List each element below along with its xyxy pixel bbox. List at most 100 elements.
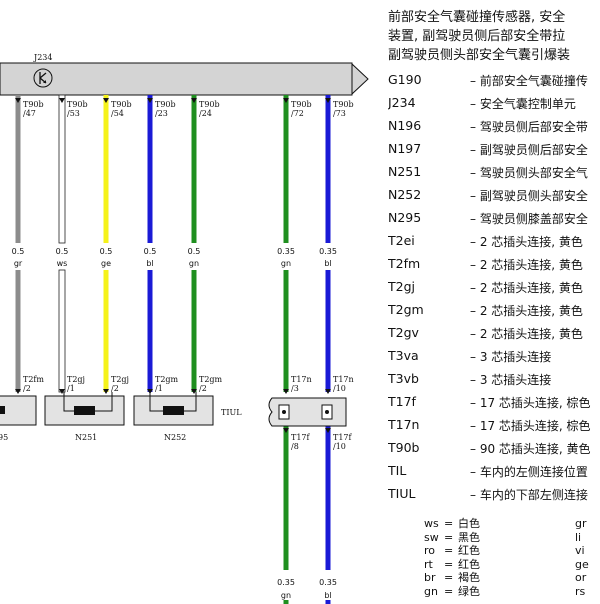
connector-label-tiul: TIUL [221,408,242,417]
pin-number-bottom: /2 [23,384,31,393]
definition-code: T2gv [388,325,419,340]
control-unit-label: J234 [33,53,52,62]
color-code-ab: br [424,571,436,584]
definition-code: T2gj [388,279,415,294]
pin-number-bottom: /1 [155,384,163,393]
wiring-diagram: J234 T90b/470.5grT2fm/2T90b/530.5wsT2gj/… [0,53,369,604]
color-code-abbr: li [575,530,582,544]
color-code-ab: gn [424,584,438,598]
pin-number-lower: /8 [291,442,299,451]
pin-label-top: T90b [23,100,44,109]
pin-number-bottom: /1 [67,384,75,393]
wire-color-label: bl [146,259,153,268]
definition-code: T3va [388,348,419,363]
pin-label-top: T90b [155,100,176,109]
color-code-row: rt=红色 [424,558,480,572]
pin-label-top: T90b [67,100,88,109]
wire-size-label: 0.35 [319,247,337,256]
definition-code: T17f [388,394,416,409]
pin-label-bottom: T17n [291,375,312,384]
component-label-n251: N251 [75,433,97,442]
component-partial-left: 95 [0,395,37,442]
pin-arrow [283,428,289,433]
definition-desc: – 2 芯插头连接, 黄色 [470,258,583,272]
pin-arrow [59,389,65,394]
wire-segment-bottom [283,600,289,604]
heading-line: 前部安全气囊碰撞传感器, 安全 [388,10,566,25]
definition-code: G190 [388,72,422,87]
wire-color-label: ws [57,259,68,268]
color-code-row: ro=红色 [424,544,480,558]
color-code-eq: = [444,544,454,557]
color-code-ab: sw [424,530,439,544]
pin-arrow [325,98,331,103]
pin-label-bottom: T2fm [23,375,44,384]
color-code-eq: = [444,557,454,571]
wire-segment-upper [15,95,21,243]
connector-tiul: TIUL [221,397,347,427]
definition-desc: – 驾驶员侧后部安全带 [470,120,588,134]
wire-segment-upper [147,95,153,243]
pin-arrow [283,389,289,394]
pin-label-bottom: T2gj [111,375,129,384]
wire-size-label: 0.5 [144,247,157,256]
component-n251: N251 [44,392,125,442]
pin-label-top: T90b [333,100,354,109]
wire-size-label: 0.35 [277,247,295,256]
definition-desc: – 车内的左侧连接位置 [470,465,588,479]
pin-number-top: /23 [155,109,168,118]
color-code-abbr: rs [575,584,586,598]
definition-desc: – 驾驶员侧头部安全气 [470,166,588,180]
wire-size-label: 0.5 [56,247,69,256]
color-code-abbr: ge [575,557,589,571]
definition-code: TIL [388,463,407,478]
wire-segment-upper [283,95,289,243]
pin-number-bottom: /2 [111,384,119,393]
wire-color-label: gn [281,259,291,268]
wire-segment-lower [103,270,109,392]
definition-code: T3vb [388,371,419,386]
legend-heading: 前部安全气囊碰撞传感器, 安全 装置, 副驾驶员侧后部安全带拉 副驾驶员侧头部安… [388,8,600,65]
definition-desc: – 3 芯插头连接 [470,373,552,387]
color-code-row: br=褐色 [424,571,480,585]
pin-arrow [103,98,109,103]
pin-arrow [325,389,331,394]
definition-desc: – 副驾驶员侧后部安全 [470,143,588,157]
definition-code: T2ei [388,233,415,248]
labels-layer: T90b/470.5grT2fm/2T90b/530.5wsT2gj/1T90b… [12,100,354,600]
wire-size-label: 0.35 [319,578,337,587]
definition-desc: – 17 芯插头连接, 棕色 [470,396,591,410]
pin-label-lower: T17f [291,433,311,442]
wire-size-label: 0.5 [12,247,25,256]
definition-code: T2fm [388,256,421,271]
definition-code: T2gm [388,302,424,317]
color-code-row: sw=黑色 [424,531,480,545]
definition-code: N252 [388,187,422,202]
definition-desc: – 2 芯插头连接, 黄色 [470,304,583,318]
pin-label-bottom: T2gm [199,375,223,384]
wire-color-label: bl [324,591,331,600]
color-code-abbr: or [575,571,587,584]
definition-code: N295 [388,210,422,225]
definition-desc: – 2 芯插头连接, 黄色 [470,327,583,341]
wire-segment-bottom [325,426,331,570]
color-code-ab: ws [424,517,439,530]
component-label-partial: 95 [0,433,8,442]
pin-number-bottom: /10 [333,384,346,393]
pin-arrow [147,98,153,103]
control-unit-bar [0,62,369,96]
pin-label-bottom: T17n [333,375,354,384]
color-code-eq: = [444,584,454,598]
wire-segment-upper [325,95,331,243]
color-code-ab: rt [424,557,433,571]
wire-segment-lower [58,269,66,393]
color-code-abbr: gr [575,517,587,530]
color-code-eq: = [444,530,454,544]
wire-size-label: 0.5 [188,247,201,256]
definition-code: T17n [388,417,420,432]
pin-arrow [15,389,21,394]
color-code-eq: = [444,517,454,530]
pin-arrow [191,98,197,103]
pin-label-top: T90b [199,100,220,109]
pin-number-bottom: /2 [199,384,207,393]
